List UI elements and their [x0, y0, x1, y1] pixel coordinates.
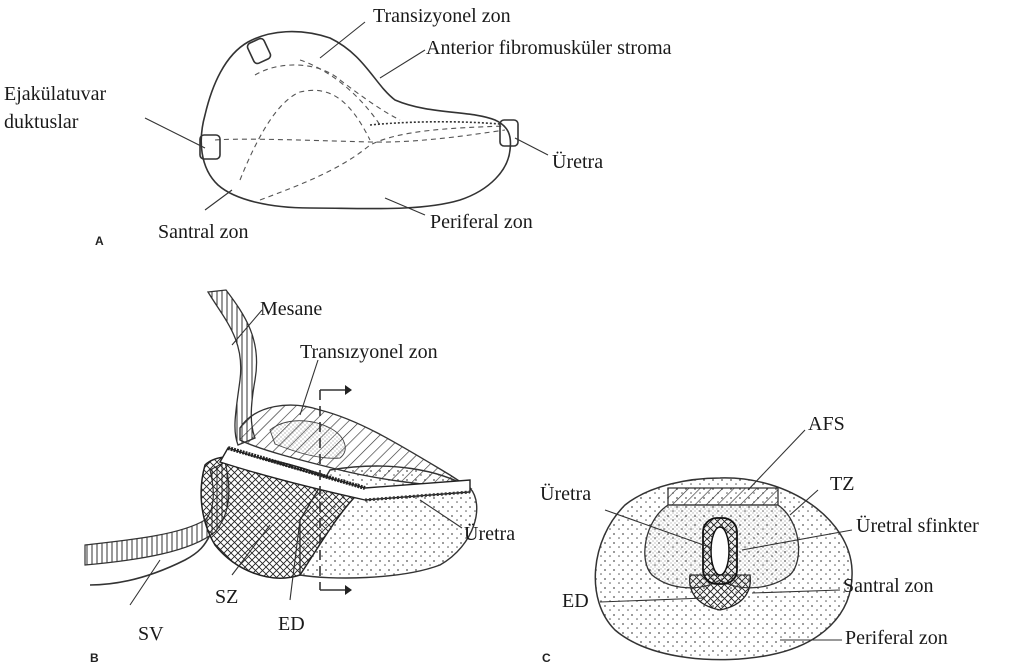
label-b-sz: SZ [215, 586, 238, 608]
label-b-sv: SV [138, 623, 164, 645]
label-c-ed: ED [562, 590, 589, 612]
label-b-transizyonel-zon: Transızyonel zon [300, 341, 438, 363]
panel-letter-b: B [90, 651, 99, 665]
label-c-tz: TZ [830, 473, 854, 495]
panel-letter-a: A [95, 234, 104, 248]
label-c-uretral-sfinkter: Üretral sfinkter [856, 514, 979, 537]
peripheral-zone-boundary [215, 130, 505, 142]
label-b-uretra: Üretra [464, 522, 515, 545]
panel-b-drawing [85, 290, 477, 605]
label-a-ejakulatuvar: Ejakülatuvar [4, 83, 107, 105]
label-c-periferal-zon: Periferal zon [845, 627, 948, 649]
label-c-afs: AFS [808, 413, 845, 435]
label-a-santral-zon: Santral zon [158, 221, 249, 243]
label-a-uretra: Üretra [552, 150, 603, 173]
label-a-transizyonel-zon: Transizyonel zon [373, 5, 511, 27]
label-c-santral-zon: Santral zon [843, 575, 934, 597]
label-a-periferal-zon: Periferal zon [430, 211, 533, 233]
panel-letter-c: C [542, 651, 551, 665]
label-a-duktuslar: duktuslar [4, 111, 79, 133]
label-c-uretra: Üretra [540, 482, 591, 505]
label-b-mesane: Mesane [260, 298, 322, 320]
label-b-ed: ED [278, 613, 305, 635]
panel-c-drawing [595, 430, 852, 660]
afs-cap-c [668, 488, 778, 505]
label-a-anterior-stroma: Anterior fibromusküler stroma [426, 37, 672, 59]
urethra-lumen-c [711, 527, 729, 575]
